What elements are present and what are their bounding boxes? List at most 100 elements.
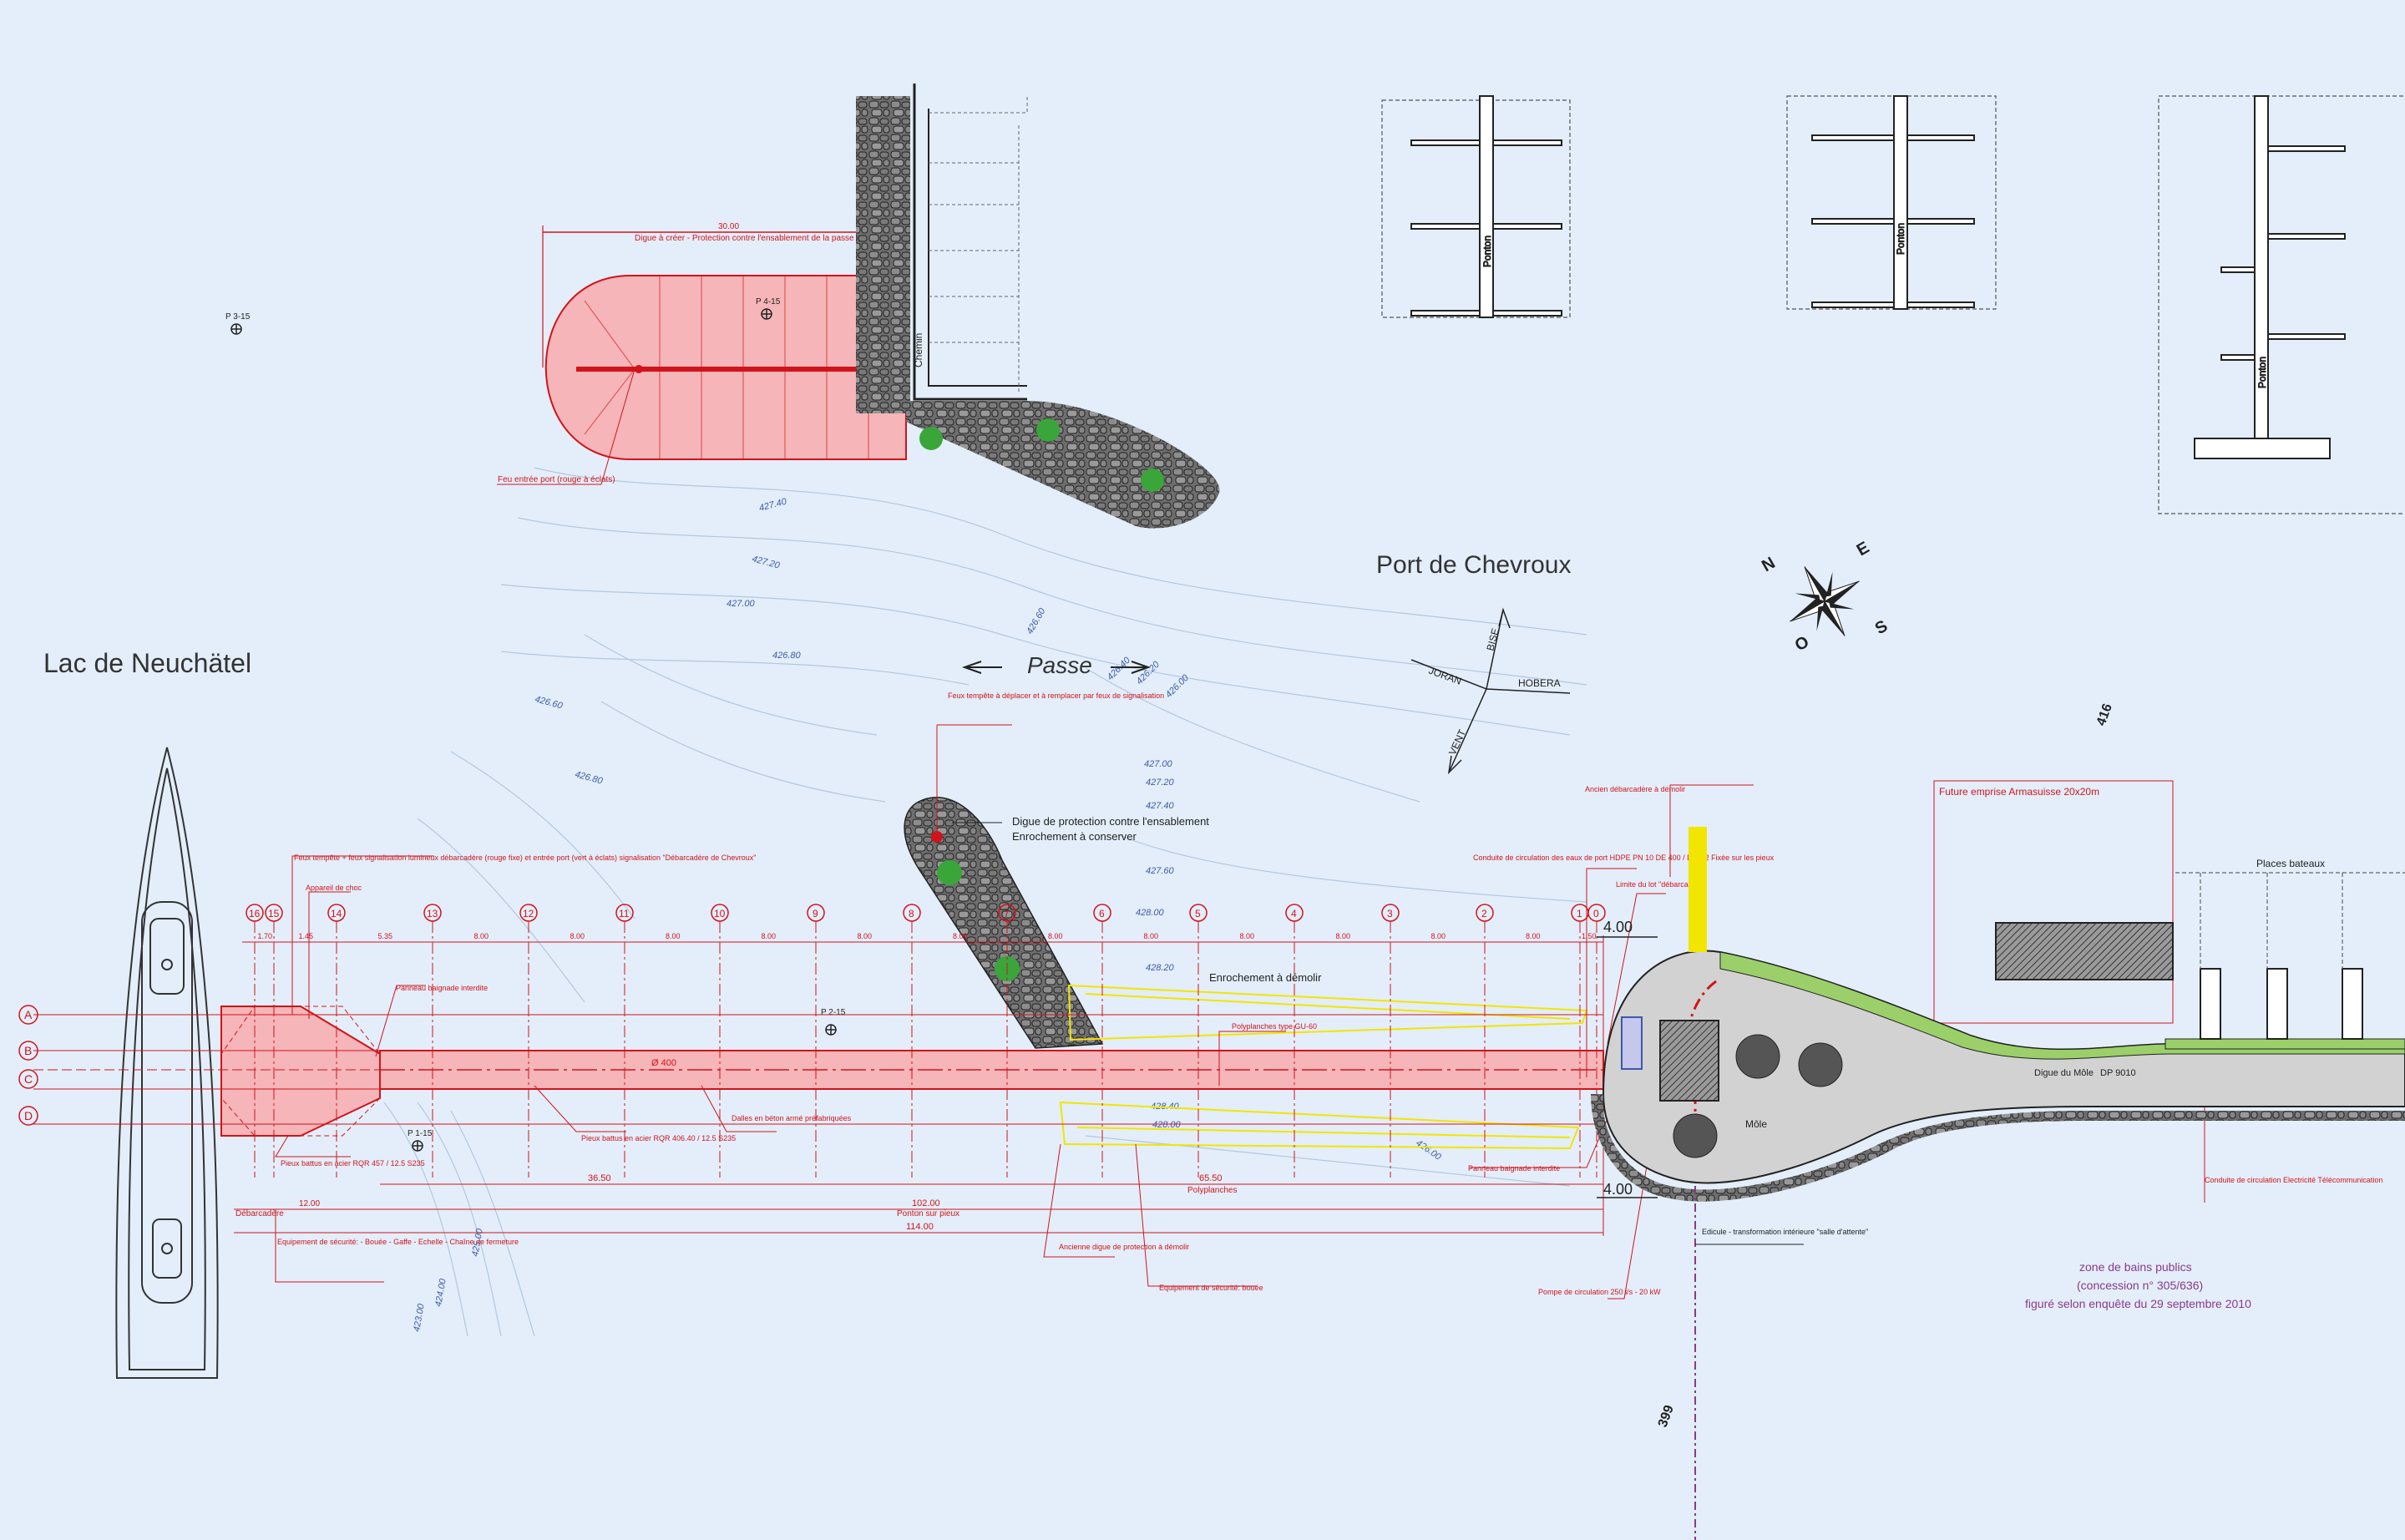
- ferry-boat: [115, 747, 219, 1379]
- lake-label: Lac de Neuchätel: [43, 648, 251, 678]
- svg-text:428.40: 428.40: [1151, 1102, 1180, 1112]
- svg-text:427.40: 427.40: [758, 496, 788, 514]
- dim-114: 114.00: [906, 1222, 934, 1232]
- spacing-label: 1.50: [1582, 932, 1597, 940]
- axis-col-label: 16: [249, 908, 261, 919]
- pontoon: [33, 1006, 1604, 1137]
- axis-col-label: 8: [909, 908, 914, 919]
- future-emprise-label: Future emprise Armasuisse 20x20m: [1939, 786, 2099, 798]
- digue-mole-label: Digue du Môle: [2034, 1068, 2094, 1078]
- dim-400-top: 4.00: [1603, 919, 1633, 935]
- p4-15: P 4-15: [756, 297, 781, 306]
- feux-deplacer-label: Feux tempête à déplacer et à remplacer p…: [948, 691, 1164, 700]
- ponton-label-3: Ponton: [2256, 357, 2268, 388]
- svg-text:426.80: 426.80: [574, 769, 604, 787]
- edicule-label: Edicule - transformation intérieure "sal…: [1702, 1228, 1868, 1236]
- compass-e: E: [1854, 539, 1873, 560]
- dalles-label: Dalles en béton armé préfabriquées: [732, 1114, 852, 1122]
- wind-vent: VENT: [1446, 727, 1468, 757]
- digue-protection-1: Digue de protection contre l'ensablement: [1012, 815, 1209, 828]
- ponton-label-2: Ponton: [1895, 223, 1906, 255]
- debarcadere-label: Débarcadère: [235, 1209, 284, 1218]
- axis-col-label: 5: [1195, 908, 1201, 919]
- survey-points: [230, 308, 837, 1152]
- svg-text:428.00: 428.00: [1136, 908, 1165, 918]
- chemin-label: Chemin: [913, 333, 924, 367]
- spacing-label: 8.00: [570, 932, 585, 940]
- existing-breakwater: Feux tempête à déplacer et à remplacer p…: [904, 691, 1209, 1049]
- ponton-label-1: Ponton: [1481, 236, 1493, 267]
- svg-text:424.00: 424.00: [433, 1277, 448, 1307]
- p3-15: P 3-15: [225, 312, 251, 322]
- spacing-label: 5.35: [378, 932, 393, 940]
- dp-label: DP 9010: [2100, 1068, 2136, 1078]
- axis-col-label: 3: [1387, 908, 1393, 919]
- dim-36-50: 36.50: [588, 1173, 611, 1183]
- svg-text:423.00: 423.00: [412, 1302, 427, 1332]
- zone-bains-3: figuré selon enquête du 29 septembre 201…: [2025, 1297, 2251, 1310]
- cadastre-416: 416: [2094, 702, 2115, 727]
- mole: [1591, 827, 2405, 1540]
- spacing-label: 8.00: [1431, 932, 1446, 940]
- feux-tempete-label: Feux tempête + feux signalisation lumine…: [294, 854, 756, 862]
- spacing-label: 8.00: [1144, 932, 1159, 940]
- axis-col-label: 0: [1593, 908, 1599, 919]
- spacing-label: 1.70: [258, 932, 273, 940]
- svg-text:C: C: [24, 1072, 33, 1086]
- places-bateaux-label: Places bateaux: [2256, 858, 2325, 869]
- axis-col-label: 12: [523, 908, 534, 919]
- pieux-2-label: Pieux battus en acier RQR 406.40 / 12.5 …: [581, 1134, 736, 1142]
- p2-15: P 2-15: [821, 1008, 846, 1017]
- cadastre-399: 399: [1656, 1403, 1677, 1429]
- digue-protection-2: Enrochement à conserver: [1012, 830, 1137, 843]
- spacing-label: 8.00: [1336, 932, 1351, 940]
- compass-rose: [1790, 566, 1860, 636]
- spacing-label: 8.00: [1526, 932, 1541, 940]
- svg-text:425.00: 425.00: [470, 1227, 485, 1257]
- svg-text:426.60: 426.60: [1025, 606, 1048, 636]
- equipement-2-label: Equipement de sécurité: bouée: [1159, 1284, 1263, 1292]
- svg-text:427.00: 427.00: [1144, 759, 1173, 769]
- svg-text:427.40: 427.40: [1146, 801, 1175, 811]
- overall-dimensions: [234, 935, 1604, 1236]
- limite-lot-label: Limite du lot "débarcadère": [1616, 880, 1706, 889]
- mole-label: Môle: [1745, 1118, 1767, 1130]
- conduite-circ-label: Conduite de circulation Electricité Télé…: [2205, 1176, 2382, 1184]
- axis-col-label: 1: [1577, 908, 1582, 919]
- axis-spacings: 1.70 1.45 5.35 8.00 8.00 8.00 8.00 8.00 8.00 8.00…: [258, 932, 1597, 940]
- compass-s: S: [1872, 617, 1891, 639]
- svg-text:428.00: 428.00: [1152, 1120, 1182, 1130]
- dim-400-bot: 4.00: [1603, 1181, 1633, 1198]
- quay-wall: Chemin: [856, 84, 1220, 529]
- zone-bains-1: zone de bains publics: [2079, 1260, 2192, 1274]
- svg-text:427.00: 427.00: [727, 599, 756, 609]
- spacing-label: 8.00: [953, 932, 968, 940]
- spacing-label: 8.00: [1240, 932, 1255, 940]
- spacing-label: 8.00: [762, 932, 777, 940]
- conduite-eaux-label: Conduite de circulation des eaux de port…: [1473, 854, 1775, 862]
- polyplanches-type-label: Polyplanches type GU-60: [1232, 1022, 1317, 1031]
- dim-102: 102.00: [912, 1198, 940, 1208]
- spacing-label: 1.45: [299, 932, 314, 940]
- polyplanches-label: Polyplanches: [1187, 1186, 1237, 1195]
- pompe-label: Pompe de circulation 250 l/s - 20 kW: [1538, 1288, 1661, 1296]
- p1-15: P 1-15: [408, 1129, 433, 1138]
- dim-30: 30.00: [718, 222, 739, 231]
- compass-n: N: [1759, 554, 1779, 575]
- svg-text:A: A: [24, 1008, 33, 1021]
- new-breakwater: 30.00 Digue à créer - Protection contre …: [497, 222, 907, 485]
- wind-hobera: HOBERA: [1518, 677, 1561, 689]
- axis-col-label: 9: [813, 908, 818, 919]
- passe-label: Passe: [1027, 652, 1092, 678]
- axis-rows: A B C D: [18, 1005, 38, 1126]
- svg-text:426.60: 426.60: [534, 694, 564, 712]
- svg-text:427.20: 427.20: [751, 554, 781, 571]
- feu-entree-label: Feu entrée port (rouge à éclats): [498, 475, 615, 484]
- spacing-label: 8.00: [474, 932, 489, 940]
- polyplanches-yellow: [1059, 984, 1588, 1150]
- wind-rose: [1410, 607, 1571, 775]
- axis-col-label: 13: [427, 908, 438, 919]
- pieux-1-label: Pieux battus en acier RQR 457 / 12.5 S23…: [281, 1159, 425, 1168]
- ancien-debarcadere-label: Ancien débarcadère à démolir: [1585, 785, 1685, 793]
- axis-col-label: 10: [714, 908, 726, 919]
